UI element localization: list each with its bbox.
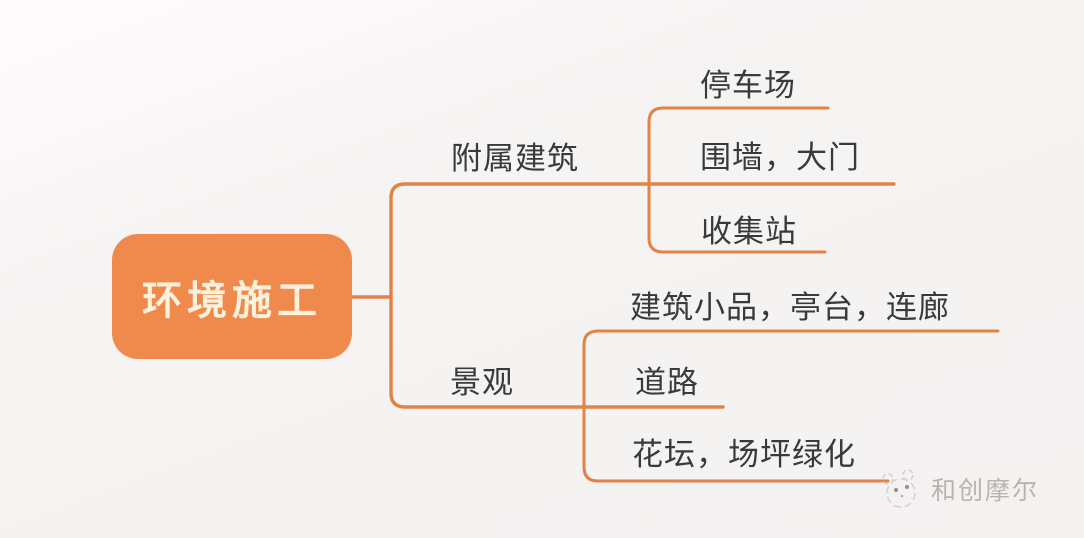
panda-sketch-icon bbox=[882, 469, 916, 508]
branch-node-0: 附属建筑 bbox=[451, 141, 579, 177]
root-node: 环境施工 bbox=[112, 234, 352, 359]
leaf-node-0-2: 收集站 bbox=[701, 214, 797, 250]
watermark-label: 和创摩尔 bbox=[931, 476, 1040, 505]
connector-branch0-children bbox=[647, 106, 830, 254]
leaf-node-1-0: 建筑小品，亭台，连廊 bbox=[630, 290, 950, 326]
connector-main-spine bbox=[389, 182, 896, 409]
root-node-label: 环境施工 bbox=[142, 277, 322, 324]
connector-branch1-children bbox=[582, 329, 1000, 483]
leaf-node-1-1: 道路 bbox=[635, 365, 699, 401]
leaf-node-0-0: 停车场 bbox=[700, 68, 796, 104]
watermark: 和创摩尔 bbox=[880, 466, 1039, 512]
leaf-node-1-2: 花坛，场坪绿化 bbox=[632, 437, 856, 473]
branch-node-1: 景观 bbox=[450, 365, 514, 401]
leaf-node-0-1: 围墙，大门 bbox=[700, 140, 860, 176]
